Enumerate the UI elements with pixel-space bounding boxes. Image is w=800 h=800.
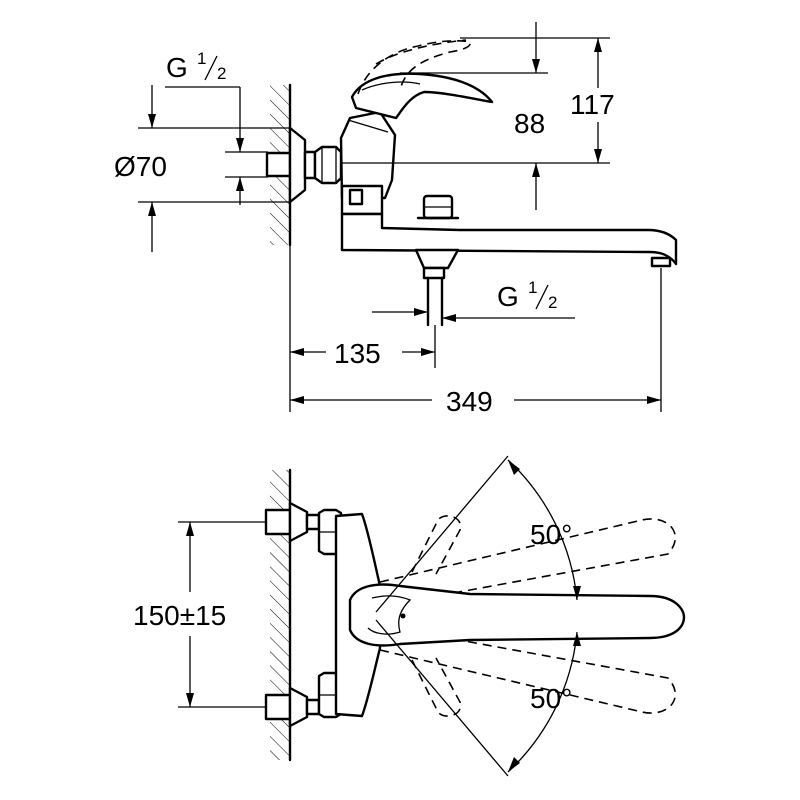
lever-height-88-label: 88 (514, 108, 545, 139)
dim-inlet-spacing: 150±15 (133, 521, 266, 708)
lever-raised-outline (357, 39, 472, 95)
inlet-connector (265, 126, 343, 204)
spout (340, 212, 678, 268)
inlet-spacing-label: 150±15 (133, 600, 226, 631)
inlet-thread-prefix: G (166, 52, 188, 83)
spout-swivel-outlines (379, 515, 676, 717)
mixer-body (339, 110, 397, 216)
dim-outlet-distance: 135 (289, 245, 436, 412)
dim-outlet-thread: G 1 2 (372, 278, 575, 322)
top-lever-handle (348, 583, 686, 647)
inlet-thread-denominator: 2 (217, 64, 226, 83)
swivel-angle-lower-label: 50° (530, 683, 572, 714)
outlet-thread-prefix: G (497, 281, 519, 312)
outlet-fitting (414, 248, 460, 327)
dim-inlet-thread: G 1 2 (165, 49, 268, 205)
dim-spout-reach: 349 (290, 268, 662, 417)
dim-flange-diameter: Ø70 (114, 85, 290, 252)
lever-height-117-label: 117 (570, 89, 615, 120)
top-inlet-lower (264, 671, 343, 728)
diverter-knob (416, 194, 460, 220)
outlet-thread-denominator: 2 (548, 293, 557, 312)
swivel-angle-upper-label: 50° (530, 519, 572, 550)
top-view: 50° 50° 150±15 (133, 455, 686, 777)
spout-reach-label: 349 (446, 386, 493, 417)
outlet-thread-numerator: 1 (528, 278, 537, 297)
outlet-distance-label: 135 (334, 338, 381, 369)
angle-dimension: 50° 50° (375, 455, 581, 777)
lever-handle (350, 72, 494, 120)
dim-lever-heights: 88 117 (340, 22, 615, 210)
side-view: G 1 2 Ø70 88 (114, 22, 678, 417)
inlet-thread-numerator: 1 (197, 49, 206, 68)
flange-diameter-label: Ø70 (114, 151, 167, 182)
